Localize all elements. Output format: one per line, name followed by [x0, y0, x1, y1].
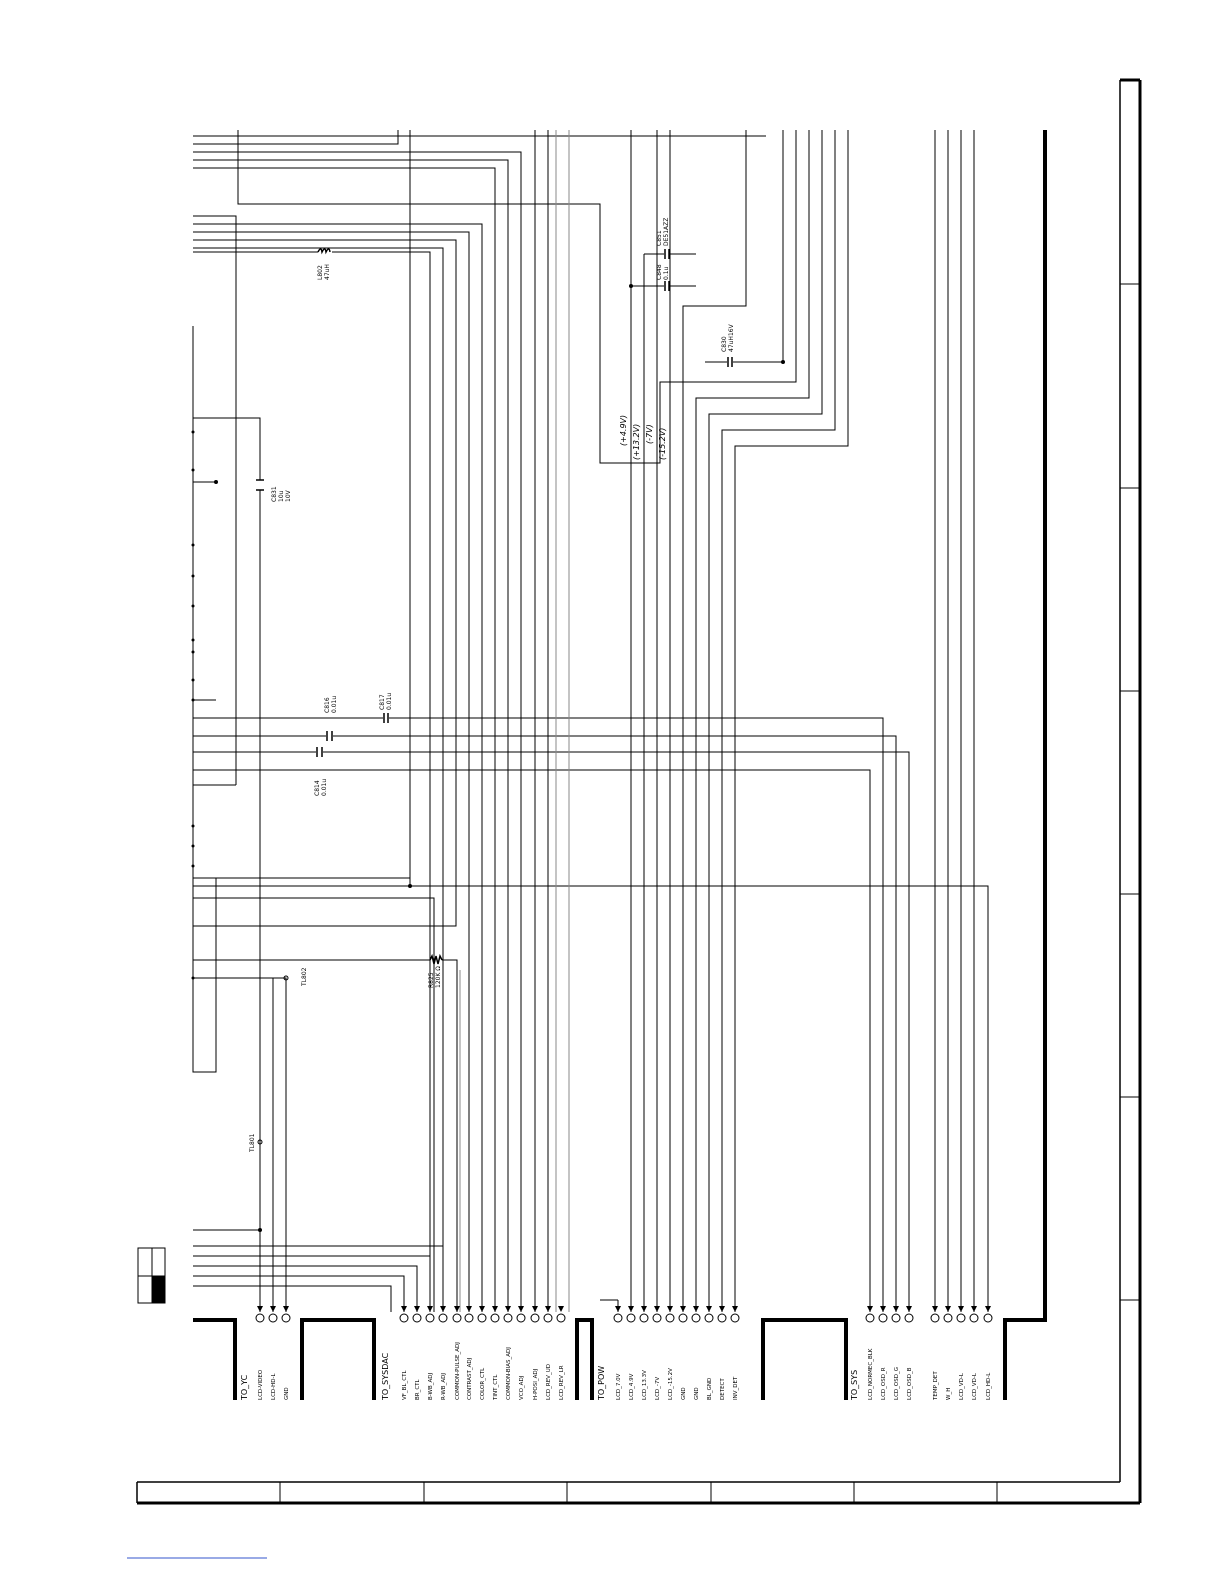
pin-label: BR_CTL — [415, 1378, 421, 1400]
capacitor-c814-symbol — [316, 747, 323, 757]
pin-label: GND — [284, 1387, 290, 1400]
pin-label: TINT_CTL — [493, 1374, 499, 1401]
component-ref: C830 — [721, 336, 728, 352]
capacitor-c851-symbol — [664, 249, 670, 259]
pin-label: LCD_OSD_G — [894, 1367, 900, 1400]
capacitor-c830-symbol — [727, 357, 733, 367]
pin-label: LCD_VD-L — [959, 1372, 965, 1400]
sheet-frame — [136, 78, 1142, 1505]
pin-label: LCD_REV_UD — [546, 1364, 552, 1400]
pin-label: CONTRAST_ADJ — [467, 1357, 473, 1400]
pin-label: LCD_13.3V — [642, 1370, 648, 1400]
rail-label: (-15.2V) — [658, 428, 667, 460]
pin-label: GND — [694, 1387, 700, 1400]
connector-title-to-sysdac: TO_SYSDAC — [381, 1352, 390, 1401]
rail-label: (+13.2V) — [632, 424, 641, 460]
pin-label: LCD_OSD_R — [881, 1367, 887, 1400]
capacitor-c817-symbol — [383, 713, 389, 723]
connector-labels: TO_YC LCD-VIDEO LCD-HD-L GND TO_SYSDAC V… — [240, 1342, 992, 1401]
pin-label: R-WB_ADJ — [441, 1373, 447, 1400]
component-value: 47uH16V — [728, 323, 735, 352]
test-point-label: TL802 — [301, 967, 308, 987]
component-value: 0.1u — [663, 266, 670, 280]
component-value: 0.01u — [321, 779, 328, 796]
pin-label: LCD_REV_LR — [559, 1365, 565, 1400]
component-labels: L802 47uH C831 10u 10V C816 0.01u C817 0… — [249, 218, 735, 1153]
connector-outlines — [193, 130, 1047, 1400]
inductor-l802-symbol — [317, 248, 331, 255]
pin-label: LCD_4.9V — [629, 1373, 635, 1400]
pin-circles — [255, 1313, 993, 1323]
test-point-label: TL801 — [249, 1133, 256, 1153]
component-ref: C851 — [656, 230, 663, 246]
component-value: DE51AZZ — [663, 218, 670, 246]
pin-label: LCD-VIDEO — [258, 1369, 264, 1400]
frame-fill-block — [152, 1276, 165, 1303]
capacitor-c816-symbol — [326, 731, 333, 741]
pin-label: H-POSI_ADJ — [533, 1368, 539, 1400]
connector-title-to-sys: TO_SYS — [850, 1370, 859, 1401]
capacitor-c831-symbol — [256, 479, 264, 491]
pin-label: LCD_HD-L — [986, 1372, 992, 1400]
resistor-r825-symbol — [429, 953, 443, 965]
pin-label: TEMP_DET — [933, 1371, 939, 1401]
wiring — [192, 130, 989, 1312]
connector-title-to-yc: TO_YC — [240, 1374, 249, 1401]
pin-label: LCD-HD-L — [271, 1373, 277, 1400]
pin-label: COMMON-BIAS_ADJ — [506, 1347, 512, 1400]
component-value: 10u — [278, 490, 285, 502]
component-value: 120K Ω — [435, 966, 442, 988]
pin-label: VCO_ADJ — [519, 1375, 525, 1400]
pin-label: LCD_7.0V — [616, 1373, 622, 1400]
pin-label: GND — [681, 1387, 687, 1400]
pin-label: LCD_OSD_B — [907, 1367, 913, 1400]
pin-label: LCD_-15.2V — [668, 1368, 674, 1400]
pin-label: INV_DET — [733, 1376, 739, 1400]
pin-label: COLOR_CTL — [480, 1367, 486, 1400]
pin-label: BL_GND — [707, 1378, 713, 1400]
component-value: 0.01u — [386, 693, 393, 710]
component-value: 47uH — [324, 264, 331, 280]
component-ref: L802 — [317, 265, 324, 280]
pin-arrows — [257, 1306, 991, 1312]
component-ref: C848 — [656, 264, 663, 280]
connector-title-to-pow: TO_POW — [597, 1366, 606, 1401]
rail-label: (+4.9V) — [619, 415, 628, 446]
pin-label: LCD_VD-L — [972, 1372, 978, 1400]
pin-label: LCD_NORMEC_BLK — [868, 1348, 874, 1400]
component-symbols — [256, 248, 733, 1145]
component-value: 0.01u — [331, 696, 338, 713]
component-voltage: 10V — [285, 489, 292, 502]
pin-label: B-WB_ADJ — [428, 1373, 434, 1400]
component-ref: C831 — [271, 486, 278, 502]
voltage-rail-labels: (+4.9V) (+13.2V) (-7V) (-15.2V) — [619, 415, 667, 460]
component-ref: C817 — [379, 694, 386, 710]
pin-label: W_H — [946, 1388, 952, 1400]
test-point-tl801-symbol — [257, 1139, 263, 1145]
pin-label: COMMON-PULSE_ADJ — [455, 1342, 461, 1400]
component-ref: R825 — [428, 972, 435, 988]
pin-label: LCD_-7V — [655, 1377, 661, 1400]
rail-label: (-7V) — [645, 424, 654, 444]
junction-dots — [191, 284, 785, 1232]
test-point-tl802-symbol — [283, 975, 289, 981]
component-ref: C814 — [314, 780, 321, 796]
component-ref: C816 — [324, 697, 331, 713]
pin-label: DETECT — [720, 1378, 726, 1400]
pin-label: VF_BL_CTL — [402, 1370, 408, 1400]
capacitor-c848-symbol — [664, 281, 670, 291]
